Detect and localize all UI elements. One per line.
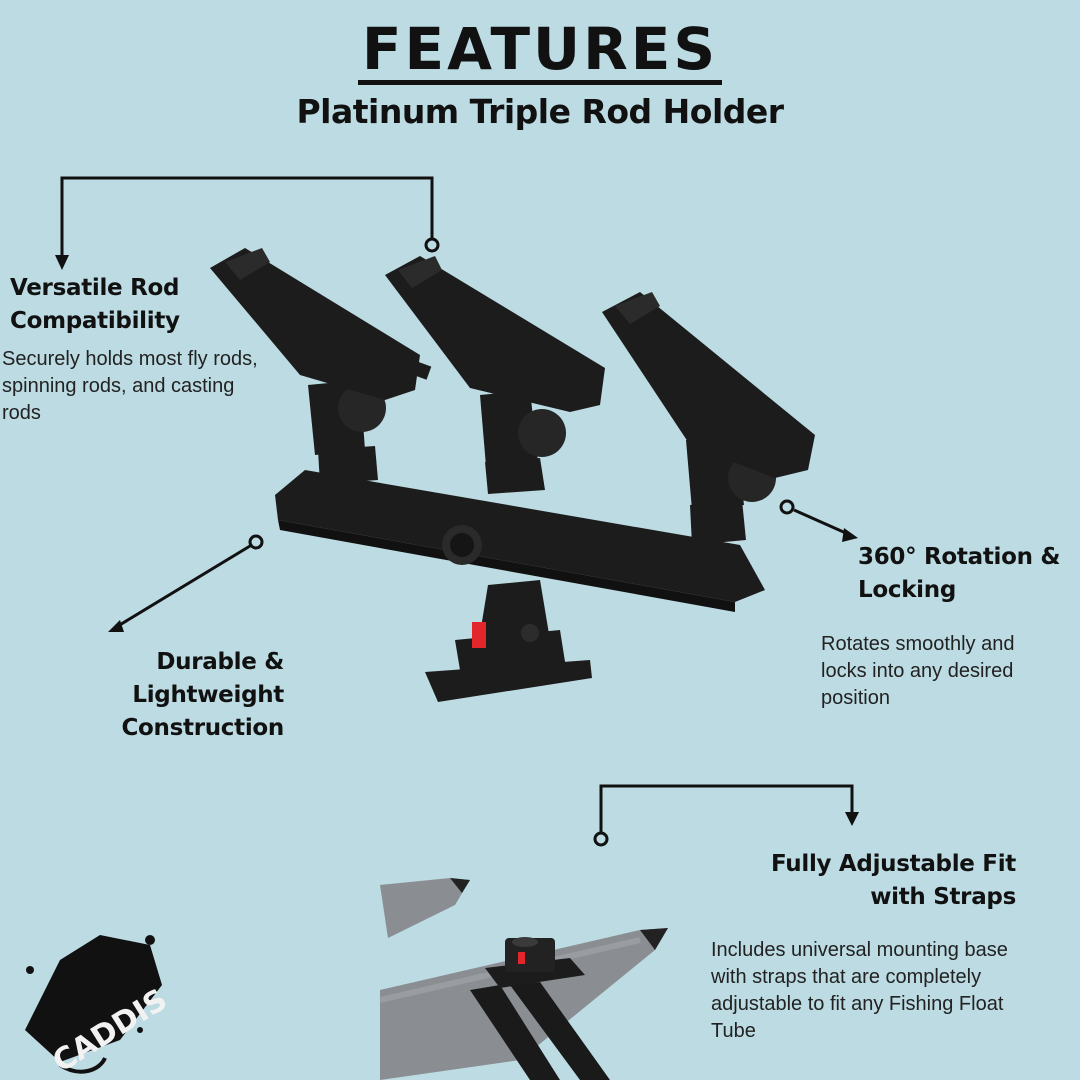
feature-desc-adjustable: Includes universal mounting base with st… [711,939,1008,1042]
feature-desc-rotation: Rotates smoothly and locks into any desi… [821,633,1015,709]
feature-heading-durable: Durable & Lightweight Construction [121,649,284,741]
caddis-logo: CADDIS [25,935,174,1080]
page-subtitle: Platinum Triple Rod Holder [296,92,784,131]
feature-heading-rotation: 360° Rotation & Locking [858,544,1061,603]
callout-connectors [55,176,859,847]
page-title-wrap: FEATURES [0,18,1080,85]
feature-heading-adjustable: Fully Adjustable Fit with Straps [771,851,1016,910]
float-tube-illustration [379,878,668,1080]
page-title: FEATURES [357,18,723,85]
feature-desc-versatile: Securely holds most fly rods, spinning r… [2,348,258,424]
feature-heading-versatile: Versatile Rod Compatibility [10,275,180,334]
rod-holder-illustration [210,248,815,702]
